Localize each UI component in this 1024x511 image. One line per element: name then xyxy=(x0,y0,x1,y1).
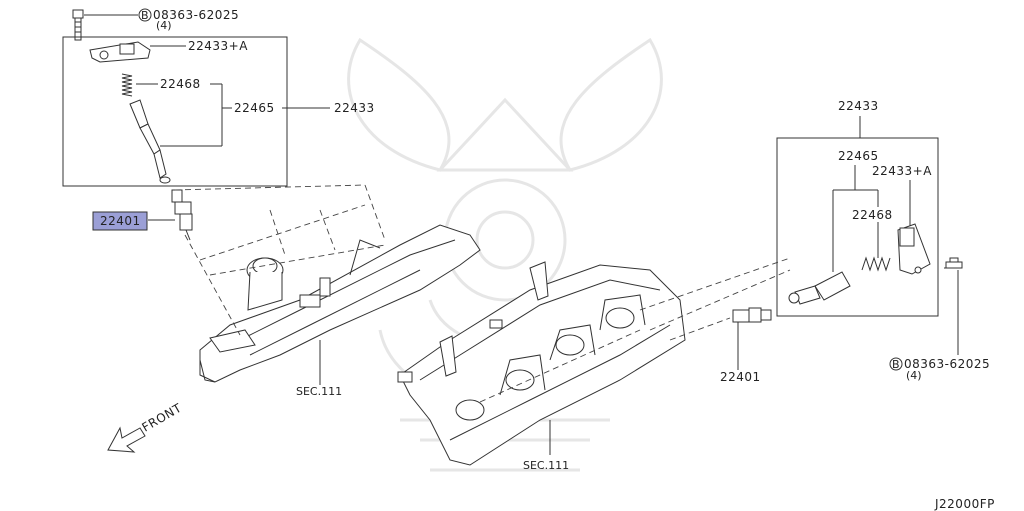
bracket-lines-right xyxy=(832,189,879,272)
label-coil-sub-left: 22465 xyxy=(234,101,275,115)
bolt-right xyxy=(944,257,963,355)
label-coil-a-right: 22433+A xyxy=(872,164,932,178)
highlight-plug-left[interactable] xyxy=(92,211,148,231)
label-bolt-left-qty: (4) xyxy=(156,19,172,32)
spring-left xyxy=(121,73,158,97)
dashed-projection-right xyxy=(479,257,791,403)
label-bolt-right: 08363-62025 xyxy=(904,357,990,371)
label-coil-a-left: 22433+A xyxy=(188,39,248,53)
bolt-right-marker: B xyxy=(889,357,903,371)
front-arrow-icon xyxy=(107,426,146,453)
bolt-left-marker: B xyxy=(138,8,152,22)
bolt-right-marker-letter: B xyxy=(892,358,900,371)
label-front: FRONT xyxy=(140,401,185,435)
coil-group-box-left xyxy=(62,36,288,187)
ignition-coil-head-left xyxy=(89,41,186,63)
coil-group-box-right xyxy=(776,137,939,317)
label-plug-left: 22401 xyxy=(100,214,141,228)
coil-tube-left xyxy=(129,99,171,184)
label-bolt-right-qty: (4) xyxy=(906,369,922,382)
spark-plug-left xyxy=(148,189,193,241)
valve-cover-right xyxy=(397,261,686,466)
valve-cover-left xyxy=(199,224,481,383)
label-spring-right: 22468 xyxy=(852,208,893,222)
label-coil-right: 22433 xyxy=(838,99,879,113)
label-sec-left: SEC.111 xyxy=(296,385,342,398)
ignition-coil-head-right xyxy=(897,223,931,275)
label-plug-right: 22401 xyxy=(720,370,761,384)
bolt-left-marker-letter: B xyxy=(141,9,149,22)
spark-plug-right xyxy=(732,307,772,370)
dashed-projection-left xyxy=(174,184,386,336)
coil-tube-right xyxy=(788,271,851,305)
label-spring-left: 22468 xyxy=(160,77,201,91)
bracket-lines-left xyxy=(160,83,330,147)
label-coil-sub-right: 22465 xyxy=(838,149,879,163)
spring-right xyxy=(861,256,891,272)
diagram-code: J22000FP xyxy=(934,497,995,511)
bolt-left xyxy=(72,9,138,41)
label-bolt-left: 08363-62025 xyxy=(153,8,239,22)
label-sec-right: SEC.111 xyxy=(523,459,569,472)
label-coil-left: 22433 xyxy=(334,101,375,115)
